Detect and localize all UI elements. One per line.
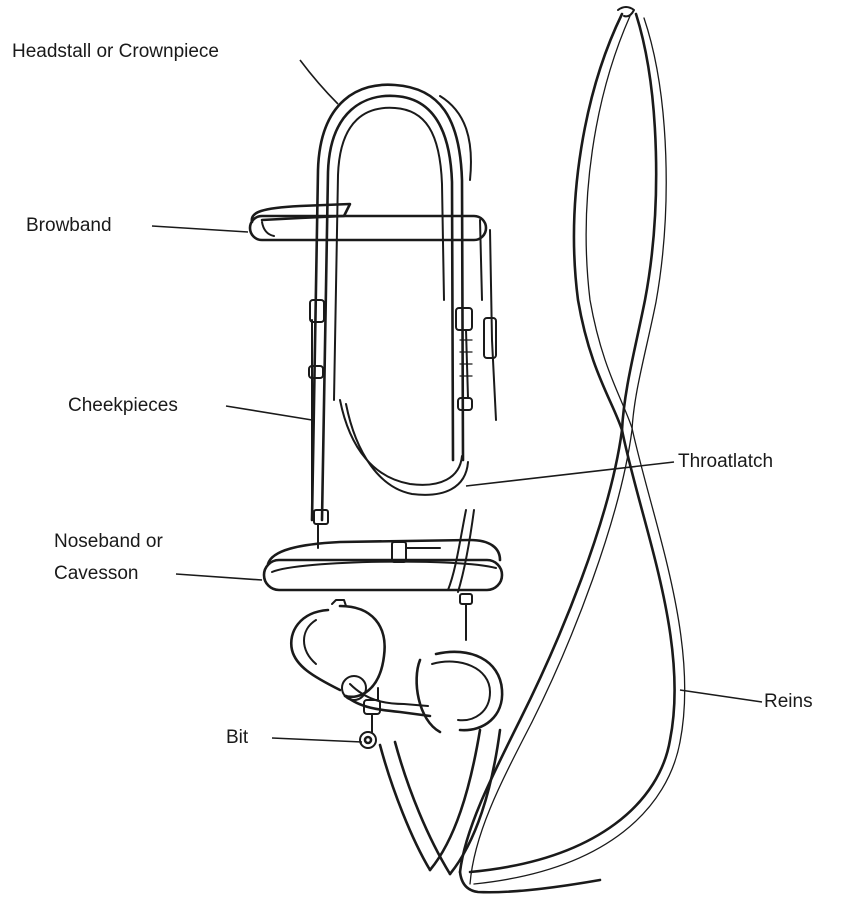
browband-drawing	[250, 204, 486, 240]
throatlatch-drawing	[340, 400, 468, 495]
label-reins: Reins	[764, 690, 813, 713]
leader-browband	[152, 226, 248, 232]
reins-drawing	[380, 7, 685, 892]
label-noseband-line1: Noseband or	[54, 530, 163, 553]
headstall-drawing	[312, 85, 496, 520]
cheekpieces-drawing	[309, 300, 496, 548]
label-browband: Browband	[26, 214, 112, 237]
leader-bit	[272, 738, 362, 742]
leader-cheekpieces	[226, 406, 312, 420]
leader-headstall	[300, 60, 338, 104]
label-bit: Bit	[226, 726, 248, 749]
label-throatlatch: Throatlatch	[678, 450, 773, 473]
label-noseband-line2: Cavesson	[54, 562, 139, 585]
leader-noseband	[176, 574, 262, 580]
leader-reins	[680, 690, 762, 702]
bit-drawing	[291, 600, 502, 748]
label-cheekpieces: Cheekpieces	[68, 394, 178, 417]
label-headstall: Headstall or Crownpiece	[12, 40, 219, 63]
